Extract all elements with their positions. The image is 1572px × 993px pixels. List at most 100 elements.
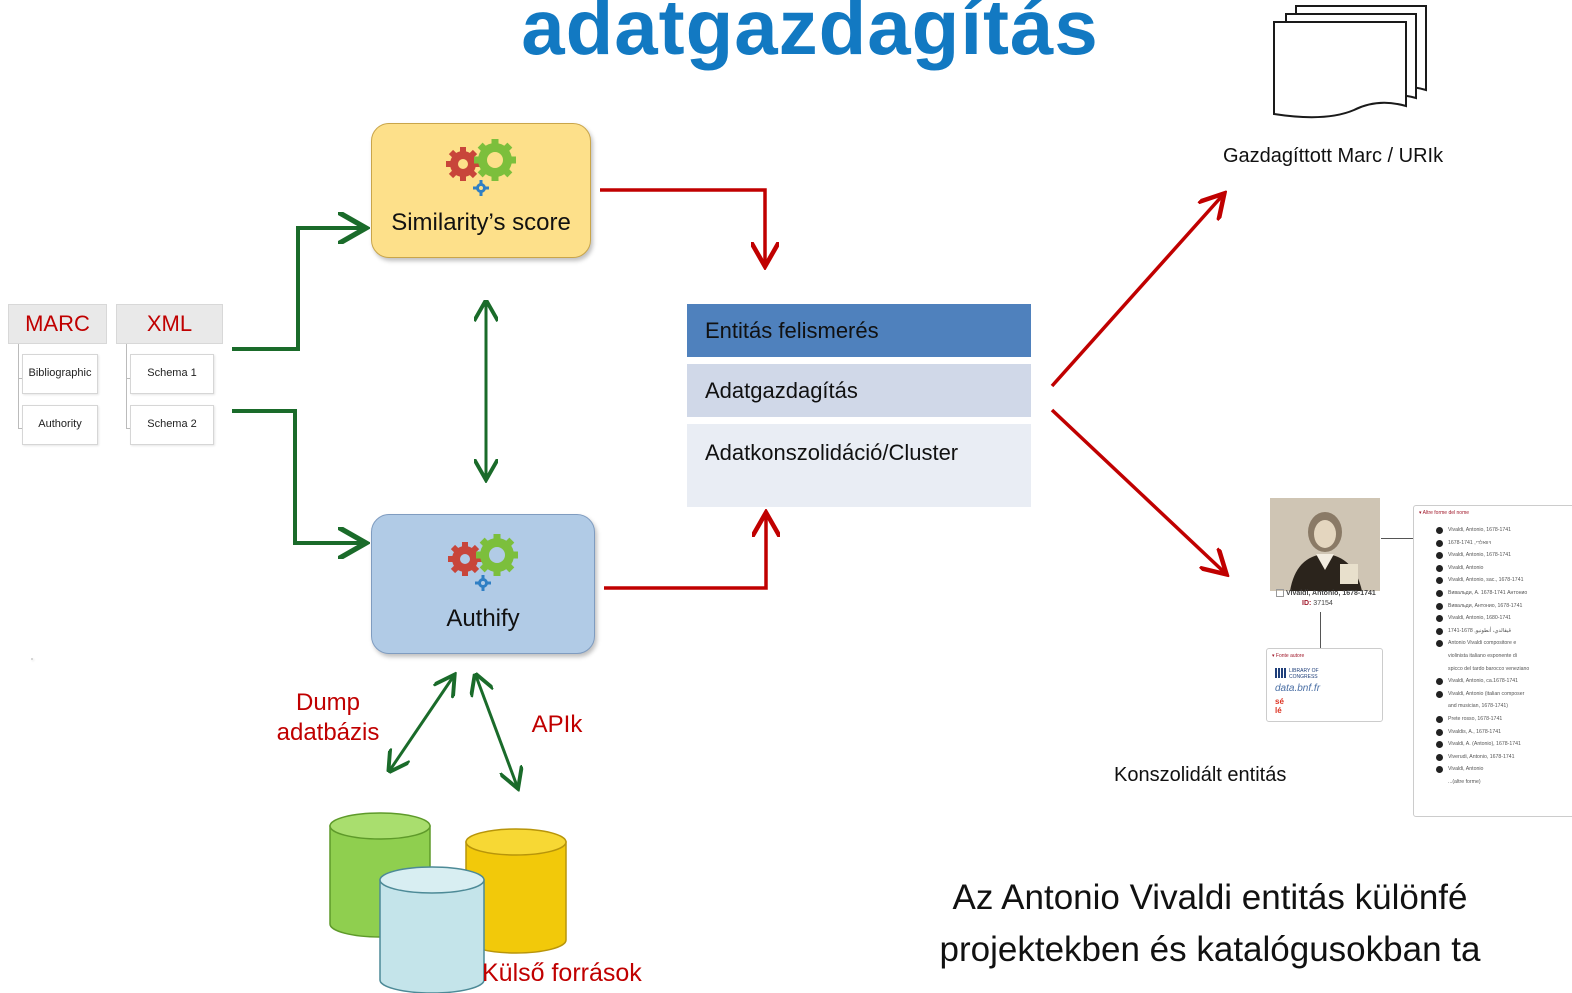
arrow-marc-to-similarity xyxy=(232,228,362,351)
form-text: ...(altre forme) xyxy=(1448,778,1481,785)
other-form-item: Vivaldis, A., 1678-1741 xyxy=(1418,726,1572,739)
form-text: Vivaldi, A. (Antonio), 1678-1741 xyxy=(1448,741,1521,748)
gears-icon xyxy=(446,139,516,196)
marc-header: MARC xyxy=(8,304,107,344)
page-title: adatgazdagítás xyxy=(521,0,1099,71)
other-form-item: ...(altre forme) xyxy=(1418,776,1572,789)
other-forms-panel: ▾ Altre forme del nome Vivaldi, Antonio,… xyxy=(1413,505,1572,817)
other-forms-list: Vivaldi, Antonio, 1678-1741 1678-1741 ,וי… xyxy=(1418,524,1572,788)
form-text: Vivaldi, Antonio, 1678-1741 xyxy=(1448,527,1512,533)
xml-source: XML xyxy=(116,304,223,448)
xml-header: XML xyxy=(116,304,223,344)
form-text: Vivaldi, Antonio (italian composer xyxy=(1448,690,1525,697)
external-sources-label: Külső források xyxy=(482,959,642,987)
other-form-item: violinista italiano esponente di xyxy=(1418,650,1572,663)
vivaldi-name: Vivaldi, Antonio, 1678-1741 xyxy=(1285,589,1376,597)
form-type-icon xyxy=(1436,602,1443,610)
form-type-icon xyxy=(1436,728,1443,736)
form-type-icon xyxy=(1436,678,1443,686)
marc-item-bibliographic: Bibliographic xyxy=(22,354,98,394)
authify-box: Authify xyxy=(371,514,595,654)
other-form-item: Viverudi, Antonio, 1678-1741 xyxy=(1418,751,1572,764)
database-cylinders-icon xyxy=(329,812,567,993)
other-form-item: Vivaldi, Antonio xyxy=(1418,562,1572,575)
form-type-icon xyxy=(1436,715,1443,723)
xml-item-schema1: Schema 1 xyxy=(130,354,214,394)
other-form-item: 1678-1741 ,ויוואלדי xyxy=(1418,537,1572,550)
form-type-icon xyxy=(1436,741,1443,749)
arrow-apik xyxy=(476,676,517,786)
arrow-similarity-to-stack xyxy=(600,188,765,263)
form-type-icon xyxy=(1436,564,1443,572)
bottom-caption-line2: projektekben és katalógusokban ta xyxy=(939,930,1481,969)
other-form-item: spicco del tardo barocco veneziano xyxy=(1418,663,1572,676)
form-type-icon xyxy=(1436,589,1443,597)
arrow-authify-to-stack xyxy=(604,516,766,590)
arrow-xml-to-authify xyxy=(232,409,362,543)
vivaldi-id-value: 37154 xyxy=(1313,600,1333,607)
loc-icon xyxy=(1275,668,1287,678)
other-form-item: Vivaldi, Antonio, sac., 1678-1741 xyxy=(1418,574,1572,587)
form-type-icon xyxy=(1436,577,1443,585)
form-type-icon xyxy=(1436,552,1443,560)
gears-icon xyxy=(448,534,518,591)
form-text: violinista italiano esponente di xyxy=(1448,652,1517,659)
form-type-icon xyxy=(1436,539,1443,547)
authify-label: Authify xyxy=(446,605,520,632)
other-form-item: Вивальди, А. 1678-1741 Антонио xyxy=(1418,587,1572,600)
form-text: Vivaldi, Antonio, ca.1678-1741 xyxy=(1448,678,1518,685)
marc-item-authority: Authority xyxy=(22,405,98,445)
vivaldi-id-label: ID: xyxy=(1302,600,1312,607)
other-form-item: Antonio Vivaldi compositore e xyxy=(1418,637,1572,650)
form-text: Vivaldi, Antonio xyxy=(1448,564,1484,571)
form-text: Vivaldi, Antonio xyxy=(1448,766,1484,773)
form-type-icon xyxy=(1436,627,1443,635)
bottom-caption: Az Antonio Vivaldi entitás különfé proje… xyxy=(780,872,1572,976)
form-text: Antonio Vivaldi compositore e xyxy=(1448,640,1517,647)
form-text: Vivaldi, Antonio, 1678-1741 xyxy=(1448,552,1512,559)
document-stack-icon xyxy=(1273,5,1427,119)
consolidated-entity-caption: Konszolidált entitás xyxy=(1114,764,1287,786)
arrow-to-enriched xyxy=(1050,196,1222,388)
bottom-caption-line1: Az Antonio Vivaldi entitás különfé xyxy=(952,878,1468,917)
form-type-icon xyxy=(1436,753,1443,761)
vivaldi-portrait xyxy=(1270,498,1380,591)
author-source-panel: ▾ Fonte autore LIBRARY OF CONGRESS data.… xyxy=(1266,648,1383,722)
other-form-item: Vivaldi, Antonio, 1678-1741 xyxy=(1418,549,1572,562)
form-text: Vivaldis, A., 1678-1741 xyxy=(1448,728,1501,735)
other-form-item: Vivaldi, Antonio xyxy=(1418,763,1572,776)
other-form-item: Vivaldi, Antonio (italian composer xyxy=(1418,688,1572,701)
xml-item-schema2: Schema 2 xyxy=(130,405,214,445)
stack-data-enrichment: Adatgazdagítás xyxy=(687,364,1031,417)
marc-source: MARC xyxy=(8,304,107,660)
form-text: Viverudi, Antonio, 1678-1741 xyxy=(1448,753,1515,760)
other-form-item: Vivaldi, Antonio, 1678-1741 xyxy=(1418,524,1572,537)
author-source-heading: ▾ Fonte autore xyxy=(1272,653,1305,659)
other-form-item: Vivaldi, Antonio, ca.1678-1741 xyxy=(1418,675,1572,688)
arrow-dump xyxy=(390,677,453,770)
similarity-score-box: Similarity’s score xyxy=(371,123,591,258)
form-type-icon xyxy=(1436,640,1443,648)
other-form-item: Vivaldi, Antonio, 1680-1741 xyxy=(1418,612,1572,625)
bnf-label: data.bnf.fr xyxy=(1275,683,1321,694)
form-text: spicco del tardo barocco veneziano xyxy=(1448,665,1530,672)
arrow-to-consolidated xyxy=(1050,408,1224,572)
stack-consolidation: Adatkonszolidáció/Cluster xyxy=(687,424,1031,507)
form-text: Vivaldi, Antonio, sac., 1678-1741 xyxy=(1448,577,1524,584)
form-text: 1678-1741 ,ויוואלדי xyxy=(1448,539,1492,546)
similarity-score-label: Similarity’s score xyxy=(391,209,571,236)
other-form-item: Вивальди, Антонио, 1678-1741 xyxy=(1418,600,1572,613)
other-form-item: 1741-1678 ,ڤيڤالدي، أنطونيو xyxy=(1418,625,1572,638)
form-text: Prete rosso, 1678-1741 xyxy=(1448,715,1503,722)
other-forms-heading: ▾ Altre forme del nome xyxy=(1419,510,1470,516)
other-form-item: Vivaldi, A. (Antonio), 1678-1741 xyxy=(1418,738,1572,751)
form-type-icon xyxy=(1436,690,1443,698)
form-type-icon xyxy=(1436,615,1443,623)
form-text: and musician, 1678-1741) xyxy=(1448,703,1508,710)
dump-db-label: Dump adatbázis xyxy=(276,689,380,746)
loc-label: LIBRARY OF CONGRESS xyxy=(1289,668,1319,680)
other-form-item: and musician, 1678-1741) xyxy=(1418,700,1572,713)
stack-entity-recognition: Entitás felismerés xyxy=(687,304,1031,357)
enriched-marc-caption: Gazdagíttott Marc / URIk xyxy=(1223,145,1444,167)
